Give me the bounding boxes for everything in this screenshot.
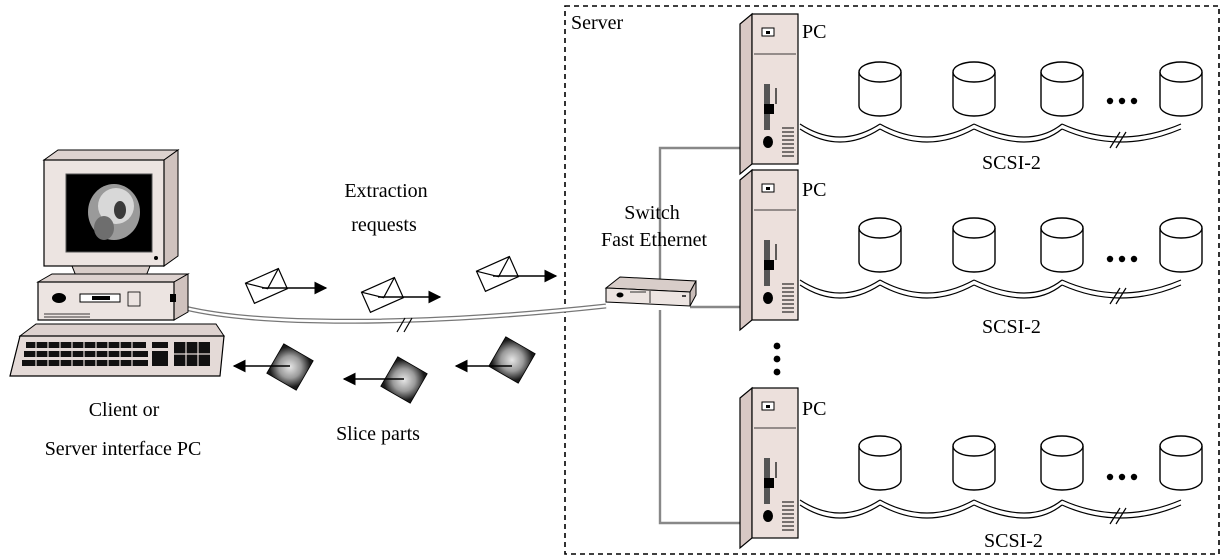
slice-part-2 (342, 356, 428, 404)
server-node-3 (739, 387, 1203, 549)
slices-label: Slice parts (336, 423, 420, 445)
node-1-pc-label: PC (802, 21, 826, 43)
client-label-line1: Client or (89, 399, 160, 421)
client-pc (9, 149, 225, 377)
client-label-line2: Server interface PC (45, 438, 202, 460)
node-3-pc-label: PC (802, 398, 826, 420)
server-label: Server (571, 12, 624, 34)
server-node-1 (739, 13, 1203, 175)
node-3-bus-label: SCSI-2 (984, 530, 1043, 552)
server-node-2 (739, 169, 1203, 331)
scsi-bus-3 (799, 499, 1182, 525)
scsi-bus-2 (799, 279, 1182, 305)
slice-part-3 (454, 336, 536, 384)
switch-label-line1: Switch (624, 202, 680, 224)
request-envelope-1 (244, 267, 328, 304)
requests-label-line2: requests (351, 214, 417, 236)
request-envelope-2 (360, 276, 442, 313)
network-cable (184, 303, 607, 333)
node-2-bus-label: SCSI-2 (982, 316, 1041, 338)
node-2-pc-label: PC (802, 179, 826, 201)
server-boundary (564, 5, 1220, 555)
switch-links (658, 146, 740, 525)
request-envelope-3 (475, 255, 558, 292)
slice-part-1 (232, 343, 314, 391)
requests-label-line1: Extraction (344, 180, 427, 202)
node-1-bus-label: SCSI-2 (982, 152, 1041, 174)
more-nodes-ellipsis (773, 342, 781, 376)
switch-device (604, 276, 697, 307)
scsi-bus-1 (799, 123, 1182, 149)
switch-label-line2: Fast Ethernet (601, 229, 708, 251)
